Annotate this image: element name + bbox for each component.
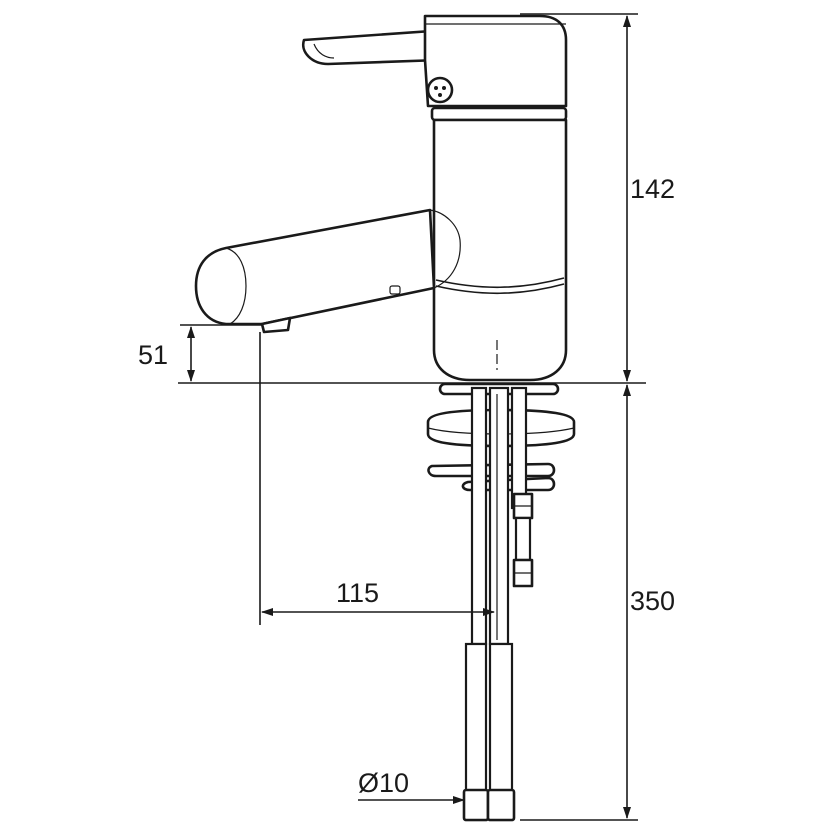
- aerator: [260, 316, 292, 334]
- mounting-kit: [426, 340, 576, 822]
- faucet-body: [194, 14, 568, 382]
- cap-screw: [426, 76, 454, 104]
- dimension-spout-height: 51: [138, 340, 168, 370]
- cartridge-cap: [423, 14, 568, 108]
- dimension-height-above-deck: 142: [630, 174, 675, 204]
- dimension-hose-diameter: Ø10: [358, 768, 409, 798]
- dimension-hose-length: 350: [630, 586, 675, 616]
- dimension-lines: [178, 13, 646, 821]
- main-body: [432, 118, 568, 382]
- lever-handle: [301, 28, 448, 66]
- dimension-spout-reach: 115: [336, 578, 379, 608]
- spout: [194, 208, 436, 326]
